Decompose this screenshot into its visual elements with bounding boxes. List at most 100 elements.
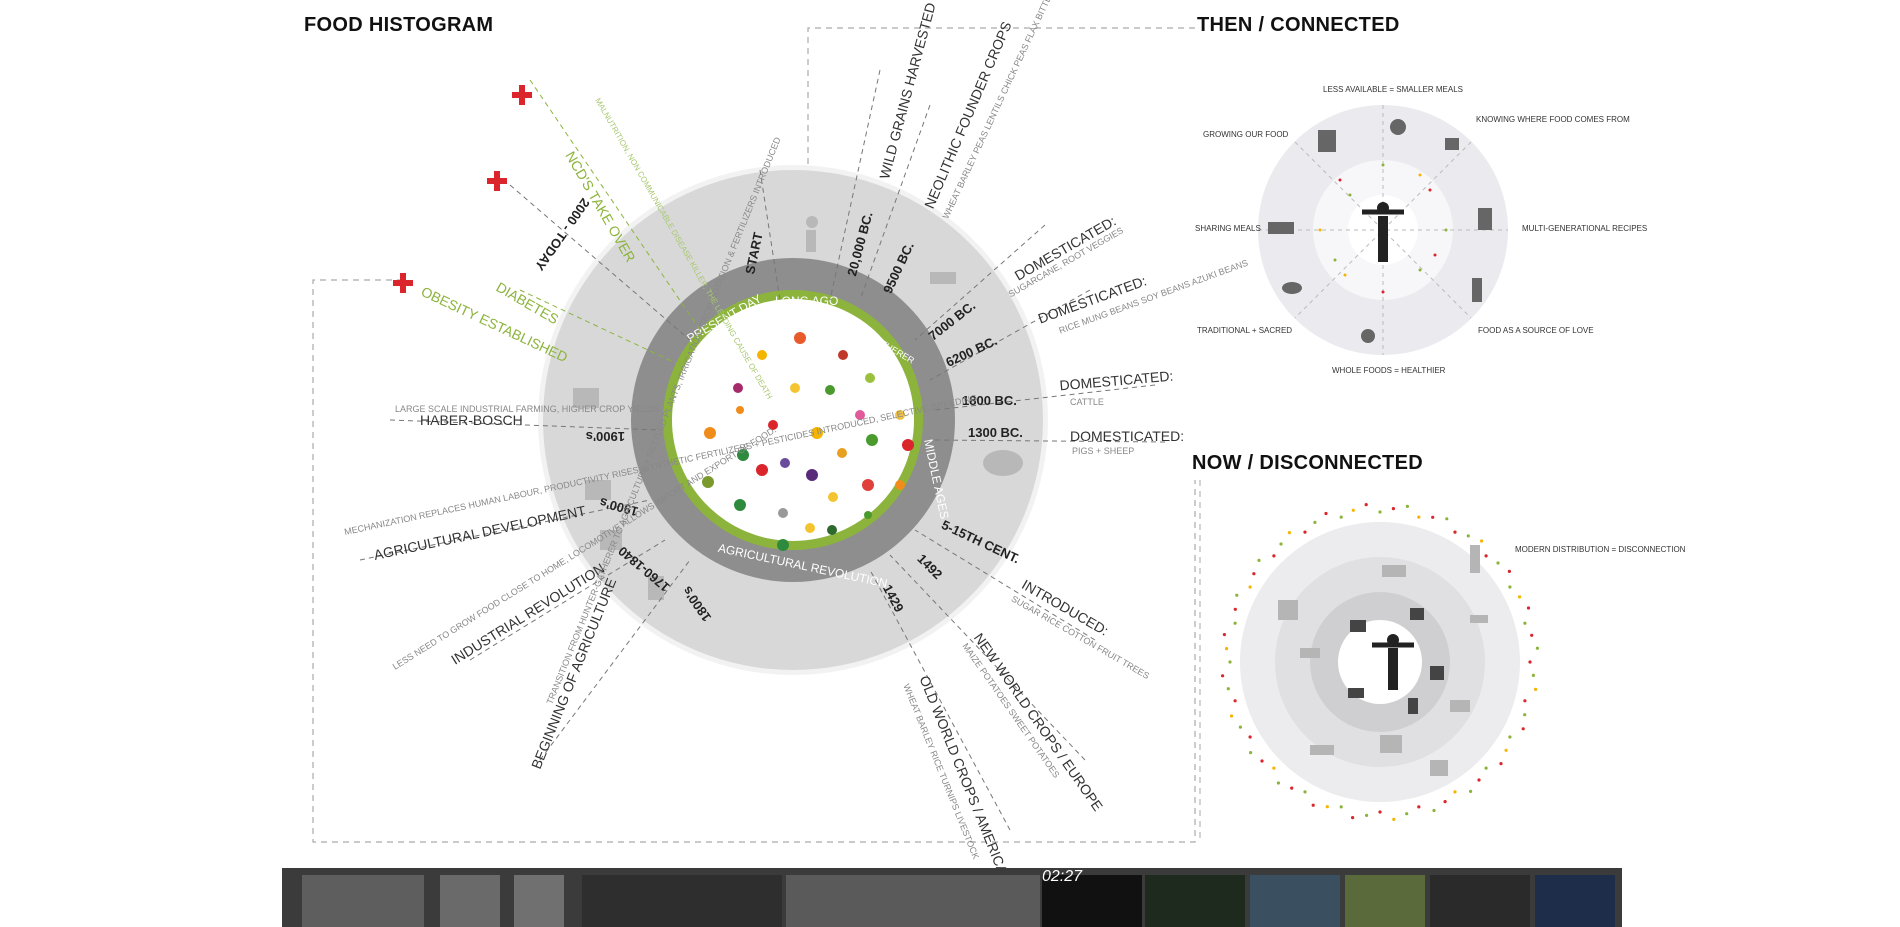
scatter-dot [1229, 714, 1234, 718]
scatter-dot [1233, 621, 1237, 625]
scatter-dot [1364, 503, 1368, 507]
then-dots [1318, 163, 1448, 294]
scatter-dot [1325, 805, 1329, 809]
scatter-dot [1272, 766, 1276, 770]
then-labels: LESS AVAILABLE = SMALLER MEALS KNOWING W… [1195, 85, 1647, 375]
then-label-multi: MULTI-GENERATIONAL RECIPES [1522, 224, 1647, 233]
thumbnail-4[interactable] [582, 875, 782, 927]
tomato-icon [794, 332, 806, 344]
hunter-body [806, 230, 816, 252]
scatter-dot [1391, 507, 1395, 511]
eggplant-icon [806, 469, 818, 481]
frame-top-dash [807, 27, 1195, 168]
scatter-dot [1523, 621, 1527, 625]
now-outer-icons [1278, 545, 1488, 776]
scatter-dot [1233, 607, 1237, 611]
scatter-dot [1499, 762, 1503, 766]
scatter-dot [1279, 542, 1283, 546]
scatter-dot [1523, 699, 1527, 703]
potato-icon [837, 448, 847, 458]
then-label-knowing: KNOWING WHERE FOOD COMES FROM [1476, 115, 1630, 124]
scatter-dot [1290, 786, 1294, 790]
cucumber-icon [827, 525, 837, 535]
event-dom4-list: PIGS + SHEEP [1072, 446, 1134, 456]
broccoli-icon [737, 449, 749, 461]
artichoke-icon [866, 434, 878, 446]
scatter-dot [1504, 748, 1508, 752]
fast-food-icon [1430, 666, 1444, 680]
scatter-dot [1528, 660, 1532, 664]
frame-bottom-dash [312, 279, 1196, 843]
thumbnail-6[interactable] [1042, 875, 1142, 927]
thumbnail-5[interactable] [786, 875, 1040, 927]
scatter-dot [1466, 534, 1470, 538]
then-connected-title: THEN / CONNECTED [1197, 14, 1400, 36]
thumbnail-8[interactable] [1250, 875, 1340, 927]
leek-icon [777, 539, 789, 551]
orange-icon [704, 427, 716, 439]
truck-icon [1348, 688, 1364, 698]
scatter-dot [1496, 561, 1500, 565]
beet-icon [733, 383, 743, 393]
scatter-dot [1521, 727, 1525, 731]
scatter-dot [1507, 569, 1511, 574]
event-haber: HABER-BOSCH [420, 412, 523, 428]
pepper-icon [756, 464, 768, 476]
scatter-dot [1508, 735, 1512, 739]
then-label-sharing: SHARING MEALS [1195, 224, 1261, 233]
then-person-icon [1362, 202, 1404, 262]
thumbnail-11[interactable] [1535, 875, 1615, 927]
event-new-world-list: MAIZE POTATOES SWEET POTATOES [960, 641, 1061, 779]
factory-icon [1380, 735, 1402, 753]
then-label-less-available: LESS AVAILABLE = SMALLER MEALS [1323, 85, 1463, 94]
scatter-dot [1480, 539, 1484, 543]
radial-lines [359, 69, 1166, 831]
scatter-dot [1249, 751, 1253, 755]
scatter-dot [1477, 778, 1481, 782]
corn-icon [790, 383, 800, 393]
thumbnail-1[interactable] [302, 875, 424, 927]
yellow-pepper-icon [805, 523, 815, 533]
event-neolithic: NEOLITHIC FOUNDER CROPS [921, 19, 1014, 211]
event-obesity: OBESITY ESTABLISHED [419, 283, 571, 365]
event-dom1: DOMESTICATED: [1012, 213, 1119, 284]
onion-icon [895, 410, 905, 420]
scatter-dot [1523, 713, 1527, 717]
scatter-dot [1311, 803, 1315, 807]
scatter-dot [1365, 813, 1369, 818]
scatter-dot [1248, 585, 1252, 589]
then-icons [1268, 119, 1492, 343]
thumbnail-9[interactable] [1345, 875, 1425, 927]
scatter-dot [1453, 530, 1457, 534]
lemon-icon [828, 492, 838, 502]
strawberry-icon [768, 420, 778, 430]
carrot-icon [736, 406, 744, 414]
event-dom4: DOMESTICATED: [1070, 428, 1184, 444]
now-core [1338, 620, 1422, 704]
thumbnail-2[interactable] [440, 875, 500, 927]
now-diagram [1221, 503, 1539, 822]
apple-icon [902, 439, 914, 451]
scatter-dot [1248, 735, 1252, 739]
fridge-icon [1408, 698, 1418, 714]
food-histogram-title: FOOD HISTOGRAM [304, 14, 494, 36]
ring-label-long-ago: LONG AGO [775, 294, 838, 308]
scatter-dot [1518, 595, 1522, 599]
lettuce-icon [734, 499, 746, 511]
scatter-dot [1324, 511, 1328, 516]
scatter-dot [1531, 673, 1535, 678]
thumbnail-3[interactable] [514, 875, 564, 927]
store-icon [1350, 620, 1366, 632]
scatter-dot [1534, 687, 1538, 692]
thumbnail-7[interactable] [1145, 875, 1245, 927]
plate-icon [1390, 119, 1406, 135]
scatter-dot [1276, 781, 1280, 785]
date-2000-today: 2000 - TODAY [532, 196, 593, 274]
lime-icon [865, 373, 875, 383]
table-icon [1268, 222, 1294, 234]
inner-core [672, 299, 914, 541]
worker-icon [1470, 545, 1480, 573]
thumbnail-10[interactable] [1430, 875, 1530, 927]
then-label-love: FOOD AS A SOURCE OF LOVE [1478, 326, 1594, 335]
